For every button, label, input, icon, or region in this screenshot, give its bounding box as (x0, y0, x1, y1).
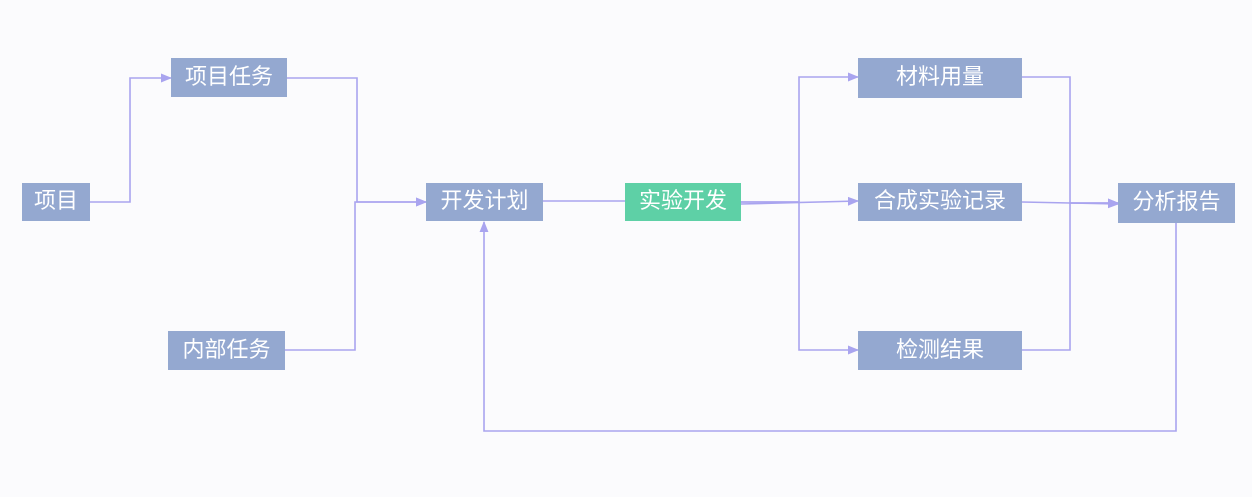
edge-project-task-to-plan (287, 77, 428, 207)
node-synthesis-record[interactable]: 合成实验记录 (858, 183, 1022, 221)
edge-internal-task-to-plan (285, 197, 428, 351)
node-material-usage[interactable]: 材料用量 (858, 58, 1022, 98)
edge-experiment-to-detection (741, 201, 860, 355)
node-detection-result[interactable]: 检测结果 (858, 331, 1022, 370)
edge-material-to-report (1022, 76, 1120, 208)
edge-project-to-project-task (90, 73, 173, 203)
edge-report-to-plan-feedback (479, 220, 1177, 432)
node-internal-task[interactable]: 内部任务 (168, 331, 285, 370)
node-analysis-report[interactable]: 分析报告 (1118, 183, 1235, 223)
node-experiment-development[interactable]: 实验开发 (625, 183, 741, 221)
edge-detection-to-report (1022, 198, 1120, 351)
edge-experiment-to-material (741, 72, 860, 203)
node-development-plan[interactable]: 开发计划 (426, 183, 543, 221)
node-project[interactable]: 项目 (22, 183, 90, 221)
node-project-task[interactable]: 项目任务 (171, 58, 287, 97)
